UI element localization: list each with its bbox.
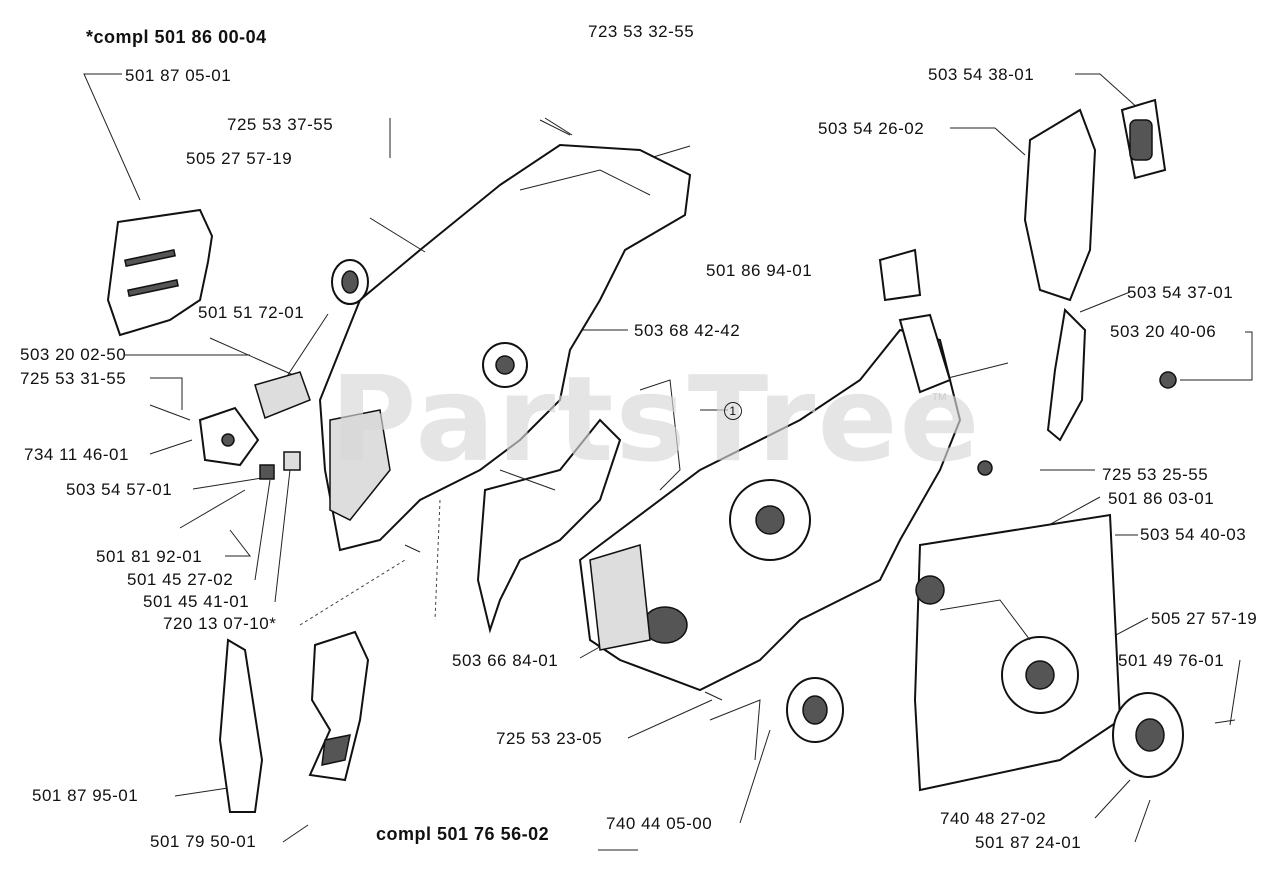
part-label: 725 53 25-55 [1102, 465, 1209, 484]
part-label: 725 53 37-55 [227, 115, 334, 134]
part-label: 501 45 41-01 [143, 592, 250, 611]
crankcase-right-half [578, 328, 962, 692]
watermark-trademark: TM [932, 392, 947, 403]
part-label: 734 11 46-01 [24, 445, 129, 464]
part-label: 503 54 38-01 [928, 65, 1035, 84]
part-label: 501 87 95-01 [32, 786, 139, 805]
part-label: 501 49 76-01 [1118, 651, 1225, 670]
part-label: 503 54 40-03 [1140, 525, 1247, 544]
kit-label-bottom-middle: compl 501 76 56-02 [376, 824, 550, 844]
gasket [476, 379, 681, 634]
part-label: 501 86 94-01 [706, 261, 813, 280]
crankcase-left-half [318, 119, 692, 552]
part-label: 725 53 23-05 [496, 729, 603, 748]
part-label: 503 20 02-50 [20, 345, 127, 364]
part-label: 501 87 24-01 [975, 833, 1082, 852]
part-label: 740 48 27-02 [940, 809, 1047, 828]
part-label: 503 54 37-01 [1127, 283, 1234, 302]
callout-circle-1: 1 [724, 402, 742, 420]
air-deflector-parts [878, 98, 1177, 605]
part-label: 505 27 57-19 [1151, 609, 1258, 628]
part-label: 503 66 84-01 [452, 651, 559, 670]
part-label: 501 81 92-01 [96, 547, 203, 566]
watermark: PartsTree [330, 350, 982, 488]
part-label: 501 87 05-01 [125, 66, 232, 85]
part-label: 505 27 57-19 [186, 149, 293, 168]
part-label: 501 51 72-01 [198, 303, 305, 322]
part-label: 740 44 05-00 [606, 814, 713, 833]
part-label: 501 86 03-01 [1108, 489, 1215, 508]
part-label: 503 54 57-01 [66, 480, 173, 499]
part-label: 723 53 32-55 [588, 22, 695, 41]
part-label: 501 45 27-02 [127, 570, 234, 589]
chain-guide-plate [106, 208, 214, 337]
pulley-parts [704, 677, 1236, 778]
part-label: 503 54 26-02 [818, 119, 925, 138]
part-label: 501 79 50-01 [150, 832, 257, 851]
part-label: 720 13 07-10* [163, 614, 277, 633]
bottom-left-parts [218, 630, 370, 813]
part-label: 503 20 40-06 [1110, 322, 1217, 341]
part-label: 503 68 42-42 [634, 321, 741, 340]
kit-label-top-left: *compl 501 86 00-04 [86, 27, 267, 47]
clutch-cover [913, 513, 1122, 792]
part-label: 725 53 31-55 [20, 369, 127, 388]
tensioner-parts [149, 337, 421, 553]
